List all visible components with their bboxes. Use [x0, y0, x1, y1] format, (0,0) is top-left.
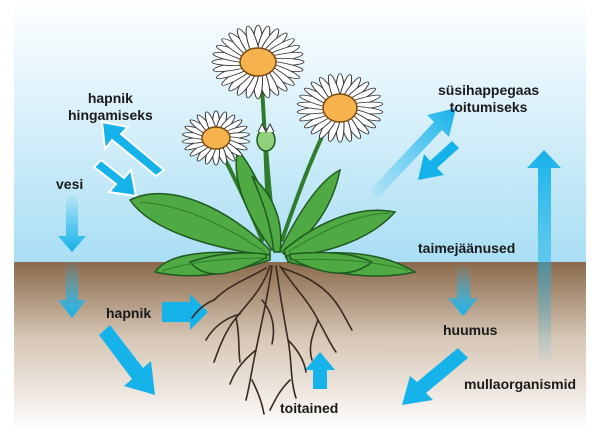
label-oxygen-respiration: hapnik hingamiseks [68, 90, 153, 124]
label-nutrients: toitained [280, 400, 339, 416]
label-co2-line1: süsihappegaas [438, 82, 540, 98]
arrow-oxygen-in [92, 158, 138, 198]
arrow-nutrients-up [305, 352, 335, 389]
label-soil-organisms: mullaorganismid [464, 376, 577, 392]
label-oxygen-respiration-line2: hingamiseks [68, 107, 153, 123]
arrow-residues-to-humus [448, 266, 478, 316]
label-oxygen-respiration-line1: hapnik [87, 90, 133, 106]
roots [191, 265, 353, 415]
arrow-soil-organisms-up [527, 150, 561, 360]
leaves [128, 148, 417, 277]
daisy-top [211, 24, 305, 100]
arrow-water-to-deep-soil [99, 325, 155, 395]
daisy-left [181, 110, 251, 166]
label-co2: süsihappegaas toitumiseks [438, 82, 539, 116]
label-plant-residues: taimejäänused [418, 240, 516, 256]
arrow-co2-out [418, 141, 459, 180]
arrow-oxygen-out [100, 120, 166, 178]
label-water: vesi [56, 176, 84, 192]
arrow-co2-in [370, 108, 456, 198]
arrow-humus-to-nutrients [402, 348, 468, 405]
arrow-water-down [58, 196, 86, 252]
label-oxygen-soil: hapnik [106, 305, 152, 321]
arrow-oxygen-to-roots [162, 294, 208, 330]
flower-bud [256, 122, 276, 152]
arrow-water-down-soil [58, 262, 86, 318]
label-co2-line2: toitumiseks [449, 99, 528, 115]
daisy-right [296, 73, 384, 143]
leaf-veins [139, 201, 409, 272]
label-humus: huumus [443, 322, 498, 338]
